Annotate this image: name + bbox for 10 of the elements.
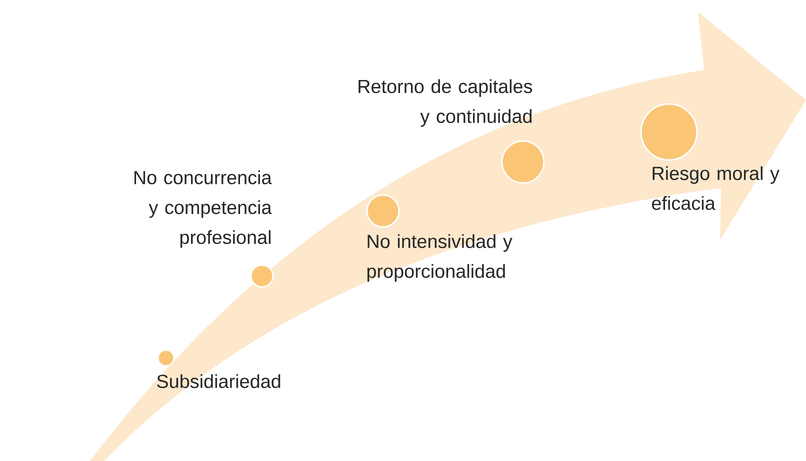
- step-label: Retorno de capitales y continuidad: [358, 79, 532, 127]
- step-label: No intensividad y proporcionalidad: [367, 234, 512, 282]
- step-label: Riesgo moral y eficacia: [652, 166, 780, 210]
- step-label: No concurrencia y competencia profesional: [134, 170, 272, 248]
- circle-marker: [157, 349, 175, 367]
- circle-marker: [366, 194, 400, 228]
- circle-marker: [501, 140, 545, 184]
- circle-marker: [640, 103, 698, 161]
- step-label: Subsidiariedad: [157, 374, 280, 388]
- circle-marker: [250, 264, 274, 288]
